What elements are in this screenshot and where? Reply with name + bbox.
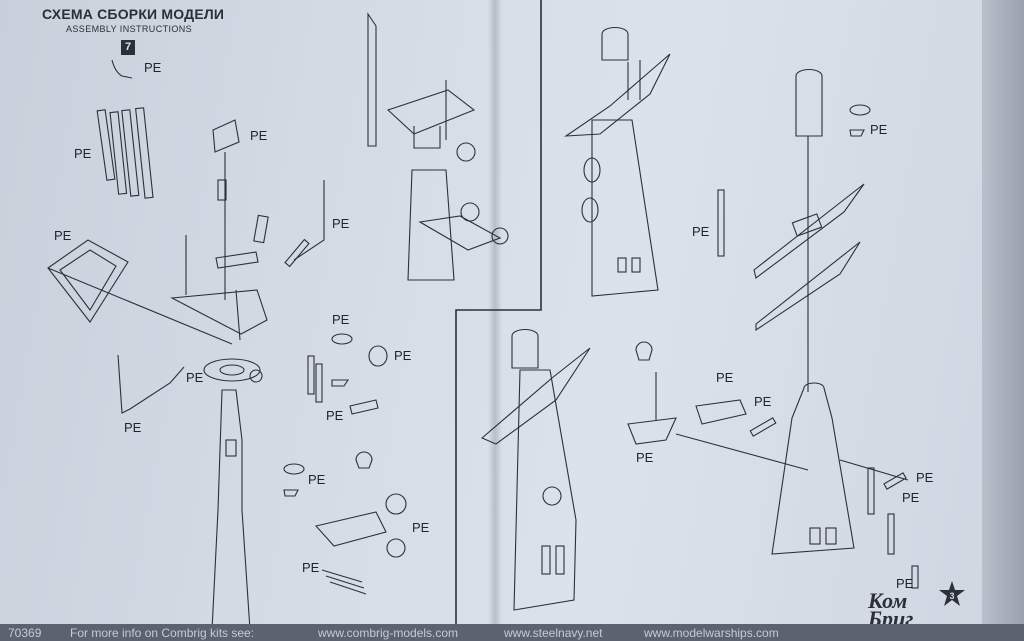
title-ru: СХЕМА СБОРКИ МОДЕЛИ bbox=[42, 6, 225, 22]
footer-bar: 70369 For more info on Combrig kits see:… bbox=[0, 624, 1024, 641]
part-label-pe: PE bbox=[716, 370, 734, 385]
part-label-pe: PE bbox=[124, 420, 142, 435]
paper-fold bbox=[488, 0, 502, 641]
part-label-pe: PE bbox=[302, 560, 320, 575]
part-label-pe: PE bbox=[250, 128, 268, 143]
part-label-pe: PE bbox=[144, 60, 162, 75]
part-label-pe: PE bbox=[54, 228, 72, 243]
part-label-pe: PE bbox=[902, 490, 920, 505]
footer-link-combrig[interactable]: www.combrig-models.com bbox=[318, 626, 459, 640]
part-label-pe: PE bbox=[332, 216, 350, 231]
logo-line1: Ком bbox=[868, 588, 908, 613]
kombrig-logo: Ком Бриг bbox=[868, 588, 913, 630]
sheet-edge bbox=[982, 0, 1024, 641]
footer-link-modelwarships[interactable]: www.modelwarships.com bbox=[644, 626, 779, 640]
footer-link-steelnavy[interactable]: www.steelnavy.net bbox=[504, 626, 603, 640]
part-label-pe: PE bbox=[916, 470, 934, 485]
step-badge: 7 bbox=[121, 40, 135, 55]
part-label-pe: PE bbox=[308, 472, 326, 487]
part-label-pe: PE bbox=[186, 370, 204, 385]
star-icon: 3 bbox=[939, 581, 965, 606]
part-label-pe: PE bbox=[326, 408, 344, 423]
footer-code: 70369 bbox=[8, 626, 42, 640]
part-label-pe: PE bbox=[754, 394, 772, 409]
part-label-pe: PE bbox=[332, 312, 350, 327]
part-label-pe: PE bbox=[870, 122, 888, 137]
part-label-pe: PE bbox=[74, 146, 92, 161]
part-label-pe: PE bbox=[412, 520, 430, 535]
logo-star-number: 3 bbox=[949, 591, 954, 601]
part-label-pe: PE bbox=[636, 450, 654, 465]
part-label-pe: PE bbox=[692, 224, 710, 239]
part-label-pe: PE bbox=[896, 576, 914, 591]
part-label-pe: PE bbox=[394, 348, 412, 363]
footer-text: For more info on Combrig kits see: bbox=[70, 626, 255, 640]
title-en: ASSEMBLY INSTRUCTIONS bbox=[66, 24, 193, 34]
